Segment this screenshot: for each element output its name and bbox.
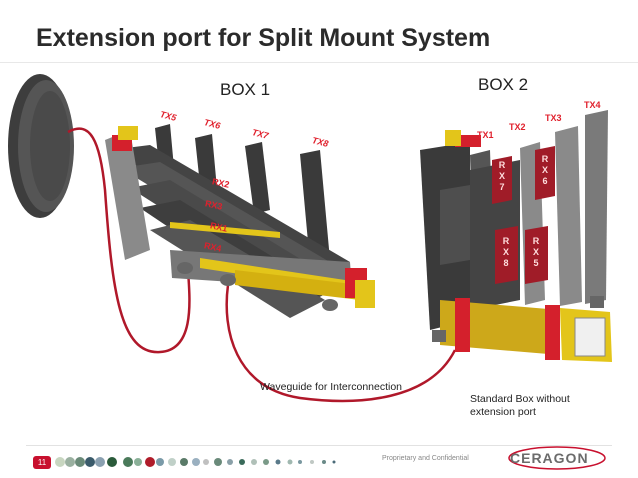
slide-title: Extension port for Split Mount System: [36, 24, 491, 52]
box2-tx-label: TX1: [477, 130, 494, 140]
antenna-dish-icon: [8, 74, 74, 218]
standard-box-annotation-line1: Standard Box without: [470, 393, 570, 405]
waveguide-annotation: Waveguide for Interconnection: [260, 381, 403, 393]
box1-label: BOX 1: [220, 80, 271, 99]
footer-divider: [26, 445, 612, 446]
box2-tx-label: TX3: [545, 113, 562, 123]
box1-assembly: [105, 124, 375, 318]
title-divider: [0, 62, 638, 63]
box2-assembly: [420, 110, 612, 362]
logo-text: CERAGON: [510, 450, 589, 466]
page-number: 11: [33, 456, 51, 469]
ceragon-logo: [508, 446, 606, 470]
waveguide-cable: [67, 127, 457, 403]
standard-box-annotation-line2: extension port: [470, 406, 536, 418]
box2-tx-label: TX4: [584, 100, 601, 110]
confidential-text: Proprietary and Confidential: [382, 455, 469, 462]
footer-dots: [55, 457, 336, 467]
box2-label: BOX 2: [478, 75, 529, 94]
box2-tx-label: TX2: [509, 122, 526, 132]
